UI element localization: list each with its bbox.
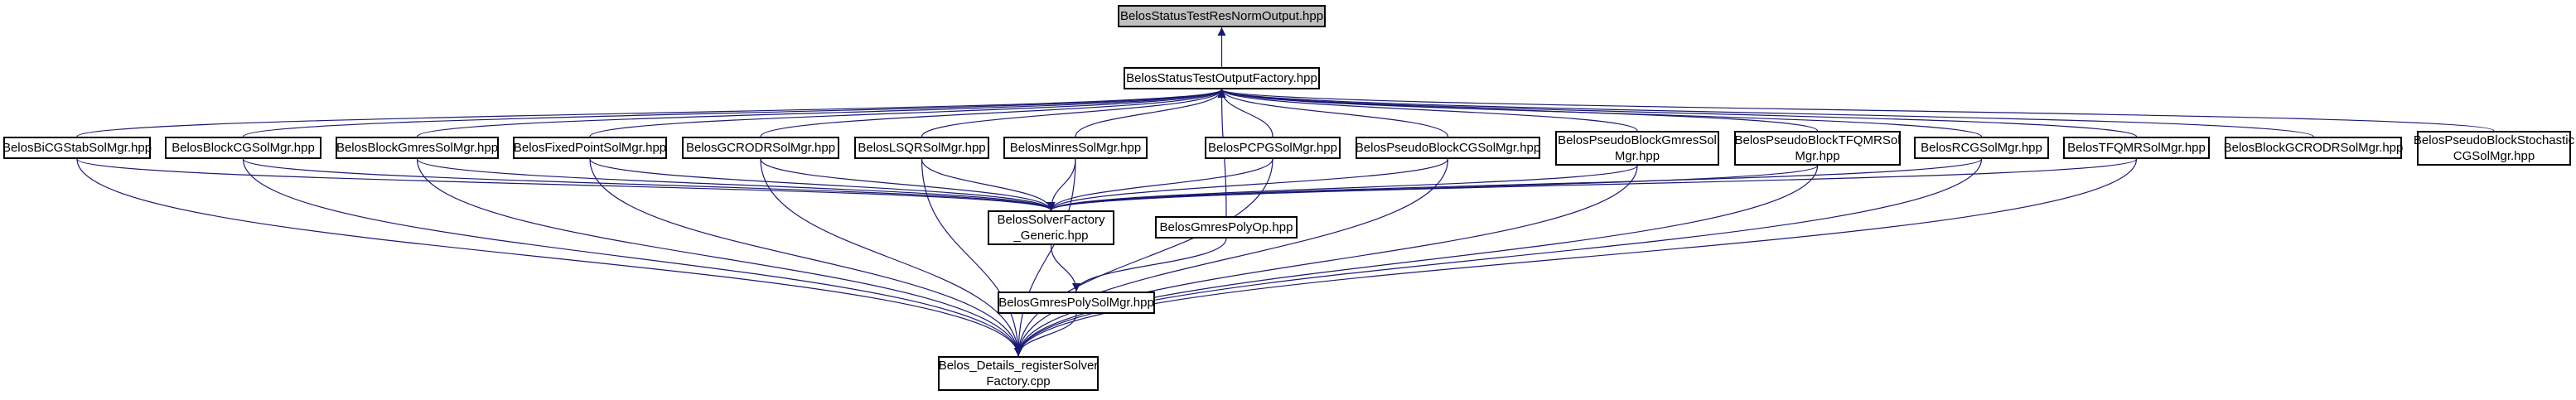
edge-lsqr-to-details <box>921 158 1022 357</box>
edge-pseudoblockcg-to-solverfactory <box>1046 158 1449 211</box>
edge-gcrodr-to-solverfactory <box>760 158 1056 211</box>
edge-rcg-to-factory <box>1217 89 1983 137</box>
edge-pseudoblockcg-to-factory <box>1217 89 1449 137</box>
node-bicgstab[interactable]: BelosBiCGStabSolMgr.hpp <box>2 137 152 159</box>
edge-rcg-to-details <box>1014 158 1983 357</box>
node-lsqr[interactable]: BelosLSQRSolMgr.hpp <box>854 137 989 159</box>
node-pseudoblockstochastic[interactable]: BelosPseudoBlockStochastic CGSolMgr.hpp <box>2414 131 2574 166</box>
edge-tfqmr-to-solverfactory <box>1046 158 2138 211</box>
edge-minres-to-solverfactory <box>1046 158 1076 211</box>
node-pseudoblockcg[interactable]: BelosPseudoBlockCGSolMgr.hpp <box>1356 137 1540 159</box>
edge-gcrodr-to-details <box>760 158 1022 357</box>
node-pcpg[interactable]: BelosPCPGSolMgr.hpp <box>1205 137 1341 159</box>
edge-lsqr-to-solverfactory <box>921 158 1056 211</box>
edge-pseudoblockgmres-to-factory <box>1217 89 1638 132</box>
node-factory[interactable]: BelosStatusTestOutputFactory.hpp <box>1124 67 1320 89</box>
node-solverfactory[interactable]: BelosSolverFactory _Generic.hpp <box>988 210 1114 245</box>
node-fixedpoint[interactable]: BelosFixedPointSolMgr.hpp <box>513 137 667 159</box>
edge-solverfactory-to-gmrespolysolmgr <box>1050 244 1080 292</box>
edge-bicgstab-to-details <box>76 158 1022 357</box>
edge-blockgmres-to-factory <box>416 89 1226 137</box>
edge-fixedpoint-to-factory <box>589 89 1226 137</box>
edge-fixedpoint-to-details <box>589 158 1022 357</box>
edge-pseudoblockcg-to-details <box>1014 158 1449 357</box>
node-root[interactable]: BelosStatusTestResNormOutput.hpp <box>1118 5 1326 27</box>
edge-rcg-to-solverfactory <box>1046 158 1983 211</box>
edge-pseudoblockgmres-to-solverfactory <box>1046 165 1638 211</box>
node-tfqmr[interactable]: BelosTFQMRSolMgr.hpp <box>2063 137 2210 159</box>
edge-pseudoblockgmres-to-details <box>1014 165 1638 357</box>
node-minres[interactable]: BelosMinresSolMgr.hpp <box>1003 137 1148 159</box>
edge-blockcg-to-solverfactory <box>242 158 1056 211</box>
edge-pseudoblocktfqmr-to-solverfactory <box>1046 165 1819 211</box>
node-gmrespolyop[interactable]: BelosGmresPolyOp.hpp <box>1155 216 1298 239</box>
edge-tfqmr-to-details <box>1014 158 2138 357</box>
node-blockgmres[interactable]: BelosBlockGmresSolMgr.hpp <box>336 137 499 159</box>
edge-fixedpoint-to-solverfactory <box>589 158 1056 211</box>
edge-gmrespolyop-to-gmrespolysolmgr <box>1072 238 1227 292</box>
edge-bicgstab-to-factory <box>76 89 1226 137</box>
node-pseudoblockgmres[interactable]: BelosPseudoBlockGmresSol Mgr.hpp <box>1555 131 1719 166</box>
edge-blockcg-to-factory <box>242 89 1226 137</box>
edge-bicgstab-to-solverfactory <box>76 158 1056 211</box>
edge-pcpg-to-details <box>1014 158 1274 357</box>
edge-blockcg-to-details <box>242 158 1022 357</box>
node-gmrespolysolmgr[interactable]: BelosGmresPolySolMgr.hpp <box>998 292 1155 314</box>
node-details[interactable]: Belos_Details_registerSolver Factory.cpp <box>938 356 1099 391</box>
node-blockgcrodr[interactable]: BelosBlockGCRODRSolMgr.hpp <box>2224 137 2403 159</box>
edge-lsqr-to-factory <box>921 89 1226 137</box>
node-rcg[interactable]: BelosRCGSolMgr.hpp <box>1914 137 2049 159</box>
edge-blockgmres-to-details <box>416 158 1022 357</box>
edge-minres-to-factory <box>1075 89 1226 137</box>
edge-pseudoblocktfqmr-to-details <box>1014 165 1819 357</box>
edge-gcrodr-to-factory <box>760 89 1226 137</box>
edge-tfqmr-to-factory <box>1217 89 2138 137</box>
node-blockcg[interactable]: BelosBlockCGSolMgr.hpp <box>165 137 321 159</box>
edge-blockgmres-to-solverfactory <box>416 158 1056 211</box>
node-pseudoblocktfqmr[interactable]: BelosPseudoBlockTFQMRSol Mgr.hpp <box>1734 131 1901 166</box>
edge-minres-to-details <box>1014 158 1076 357</box>
edge-pseudoblockstochastic-to-factory <box>1218 89 2495 132</box>
edge-pcpg-to-solverfactory <box>1046 158 1274 211</box>
node-gcrodr[interactable]: BelosGCRODRSolMgr.hpp <box>682 137 839 159</box>
edge-gmrespolysolmgr-to-details <box>1014 313 1077 357</box>
edge-blockgcrodr-to-factory <box>1217 89 2314 137</box>
